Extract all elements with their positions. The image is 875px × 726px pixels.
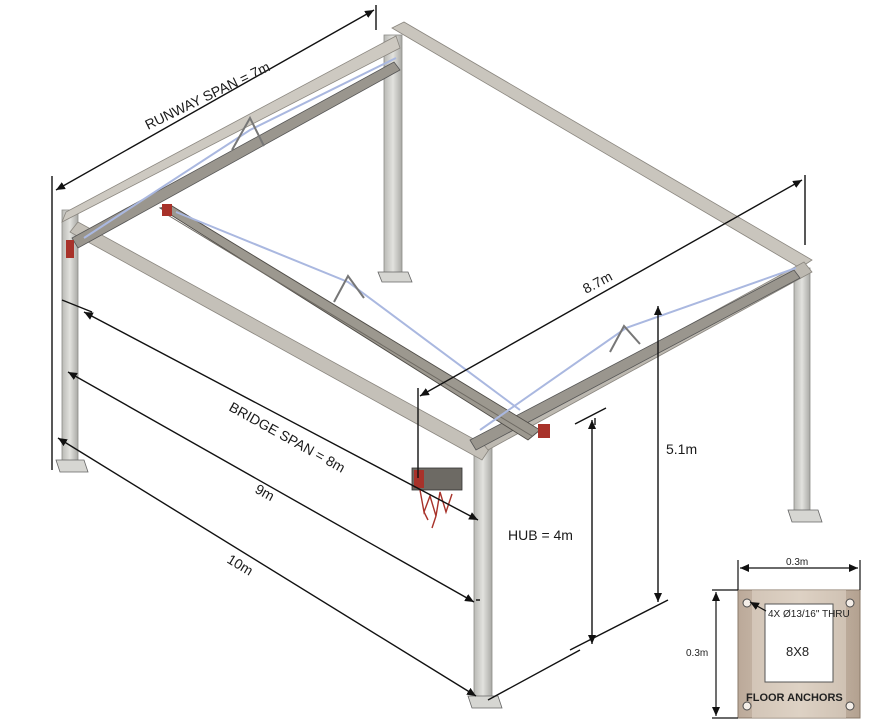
- runway-end-cap-left: [66, 240, 74, 258]
- bridge-beam: [158, 205, 541, 441]
- bridge-girder: [66, 204, 550, 441]
- inset-height-label: 0.3m: [686, 648, 708, 659]
- label-hub-height: HUB = 4m: [508, 527, 573, 543]
- bridge-end-left: [162, 204, 172, 216]
- bolt-hole-top-right: [845, 598, 855, 608]
- label-bridge-span: BRIDGE SPAN = 8m: [227, 399, 349, 476]
- inset-plate-size: 8X8: [786, 644, 809, 659]
- column-right-back: [793, 267, 811, 514]
- base-plate-back-middle: [377, 271, 413, 283]
- dim-depth: [419, 179, 803, 397]
- bolt-hole-top-left: [742, 598, 752, 608]
- inset-caption: FLOOR ANCHORS: [746, 692, 843, 704]
- floor-anchor-inset: 0.3m 0.3m 4X Ø13/16" THRU 8X8 FLOOR ANCH…: [686, 557, 861, 719]
- base-plate-front-center: [467, 695, 503, 709]
- truss-struts: [231, 115, 641, 353]
- column-front-center: [473, 444, 493, 701]
- inset-width-label: 0.3m: [786, 557, 808, 568]
- label-length-9: 9m: [253, 481, 278, 504]
- runway-rails: [71, 61, 801, 451]
- base-plate-left-front: [55, 459, 89, 473]
- base-plate-right-back: [787, 509, 823, 523]
- label-total-height: 5.1m: [666, 441, 697, 457]
- beam-left: [61, 35, 401, 223]
- anchor-tube-outline: [764, 603, 834, 683]
- bridge-end-right: [538, 424, 550, 438]
- dim-length-10: [57, 437, 477, 697]
- inset-bolt-note: 4X Ø13/16" THRU: [768, 609, 850, 620]
- dim-runway-span: [55, 9, 375, 191]
- bolt-hole-bottom-left: [742, 701, 752, 711]
- label-length-10: 10m: [224, 551, 256, 579]
- header-beams: [61, 21, 813, 461]
- label-depth: 8.7m: [580, 268, 615, 297]
- beam-back-right: [391, 21, 813, 269]
- bolt-hole-bottom-right: [845, 701, 855, 711]
- dimension-lines: [51, 5, 806, 701]
- bolt-leader: [749, 601, 767, 612]
